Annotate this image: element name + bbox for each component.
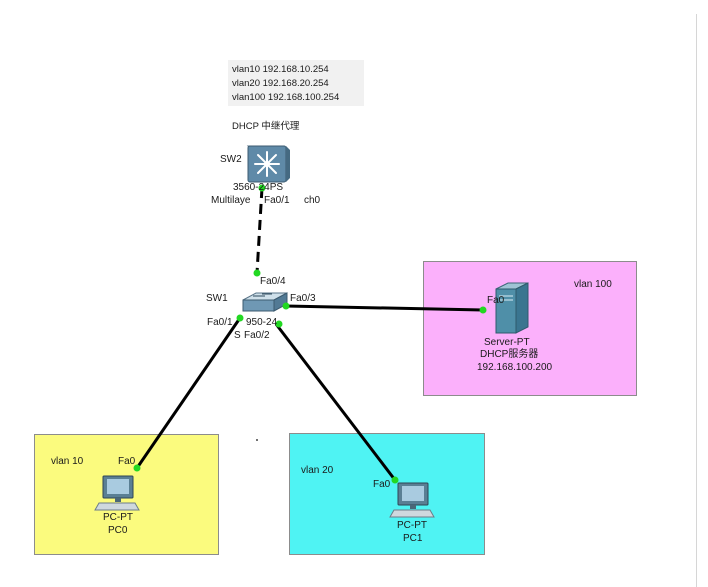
server-type: Server-PT (484, 337, 530, 348)
sw2-model: 3560-24PS (233, 182, 284, 193)
switch-icon[interactable] (242, 292, 288, 312)
pc1-type: PC-PT (397, 520, 427, 531)
sw1-port-fa0-1: Fa0/1 (207, 317, 233, 328)
vlan100-region (423, 261, 637, 396)
sw1-name: SW1 (206, 293, 228, 304)
vlan20-region (289, 433, 485, 555)
sw2-line2-right: ch0 (304, 195, 321, 206)
panel-divider (696, 14, 697, 587)
sw1-port-fa0-4: Fa0/4 (260, 276, 286, 287)
sw1-port-fa0-3: Fa0/3 (290, 293, 316, 304)
route-line-vlan10: vlan10 192.168.10.254 (232, 64, 329, 75)
sw1-port-fa0-2: Fa0/2 (244, 330, 270, 341)
stray-dot (256, 439, 258, 441)
route-line-vlan20: vlan20 192.168.20.254 (232, 78, 329, 89)
pc0-port-fa0: Fa0 (118, 456, 136, 467)
server-port-fa0: Fa0 (487, 295, 505, 306)
vlan100-label: vlan 100 (574, 279, 612, 290)
link-sw1-pc1 (274, 323, 397, 481)
vlan20-label: vlan 20 (301, 465, 334, 476)
pc1-port-fa0: Fa0 (373, 479, 391, 490)
routes-note-background (228, 60, 364, 106)
port-light-sw1-fa0-3 (282, 302, 290, 310)
port-light-pc1-fa0 (391, 476, 399, 484)
server-icon[interactable] (495, 282, 529, 334)
sw1-line2-left: S (234, 330, 241, 341)
port-light-server-fa0 (479, 306, 487, 314)
port-light-sw1-fa0-2 (275, 320, 283, 328)
port-light-pc0-fa0 (133, 464, 141, 472)
pc-icon[interactable] (94, 475, 140, 511)
sw2-port-fa0-1: Fa0/1 (264, 195, 290, 206)
sw1-model: 950-24 (246, 317, 278, 328)
port-light-sw1-fa0-4 (253, 269, 261, 277)
server-name: DHCP服务器 (480, 349, 539, 360)
port-light-sw1-fa0-1 (236, 314, 244, 322)
pc0-name: PC0 (108, 525, 128, 536)
link-sw1-pc0 (135, 317, 242, 469)
pc0-type: PC-PT (103, 512, 133, 523)
pc-icon[interactable] (389, 482, 435, 518)
sw2-line2-left: Multilaye (211, 195, 251, 206)
pc1-name: PC1 (403, 533, 423, 544)
relay-note: DHCP 中继代理 (232, 121, 300, 132)
vlan10-label: vlan 10 (51, 456, 84, 467)
link-sw1-server (285, 304, 484, 312)
server-ip: 192.168.100.200 (477, 362, 553, 373)
route-line-vlan100: vlan100 192.168.100.254 (232, 92, 340, 103)
multilayer-switch-icon[interactable] (246, 145, 290, 183)
sw2-name: SW2 (220, 154, 242, 165)
port-light-sw2-fa0-1 (258, 184, 266, 192)
link-sw2-sw1 (255, 187, 264, 274)
